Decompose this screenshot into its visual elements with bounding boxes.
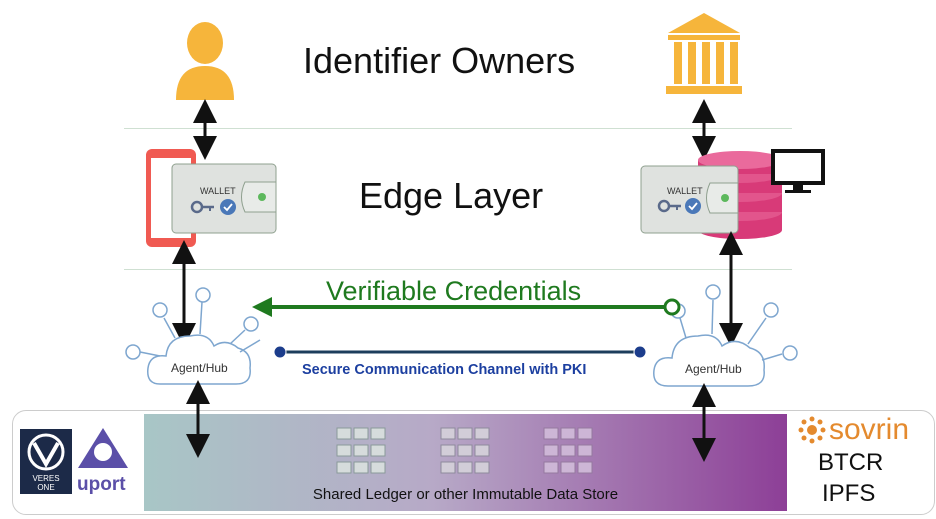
ipfs-label: IPFS [822, 480, 876, 507]
ledger-block-icon [336, 427, 386, 474]
ledger-block-icon-3 [543, 427, 593, 474]
secure-channel-label: Secure Communication Channel with PKI [302, 362, 587, 378]
cloud-icon-right [653, 284, 798, 387]
cloud-icon [125, 287, 261, 385]
uport-logo-icon [78, 428, 128, 468]
shared-ledger-label: Shared Ledger or other Immutable Data St… [312, 486, 619, 503]
btcr-label: BTCR [818, 449, 884, 476]
badge-icon [220, 199, 236, 215]
wallet-label-left: WALLET [200, 186, 236, 196]
separator-bottom [124, 269, 792, 270]
identifier-owners-title: Identifier Owners [303, 40, 576, 81]
key-icon-right [657, 199, 681, 213]
wallet-icon-right [640, 165, 739, 234]
badge-icon-right [685, 198, 701, 214]
wallet-icon [171, 163, 277, 234]
key-icon [190, 200, 214, 214]
agent-hub-left-label: Agent/Hub [171, 361, 228, 375]
verifiable-credentials-arrow [252, 297, 681, 317]
agent-hub-right-label: Agent/Hub [685, 362, 742, 376]
secure-channel-line [273, 345, 647, 359]
bank-icon [666, 13, 742, 94]
edge-layer-title: Edge Layer [359, 175, 544, 216]
veres-one-label: VERES ONE [32, 474, 60, 492]
ledger-block-icon-2 [440, 427, 490, 474]
person-icon [176, 22, 234, 100]
uport-label: uport [77, 474, 126, 495]
sovrin-label: sovrin [829, 413, 910, 446]
verifiable-credentials-label: Verifiable Credentials [326, 276, 582, 306]
wallet-label-right: WALLET [667, 186, 703, 196]
monitor-icon [771, 149, 825, 193]
separator-top [124, 128, 792, 129]
veres-one-logo-icon [20, 429, 72, 494]
sovrin-logo-icon [798, 416, 826, 444]
